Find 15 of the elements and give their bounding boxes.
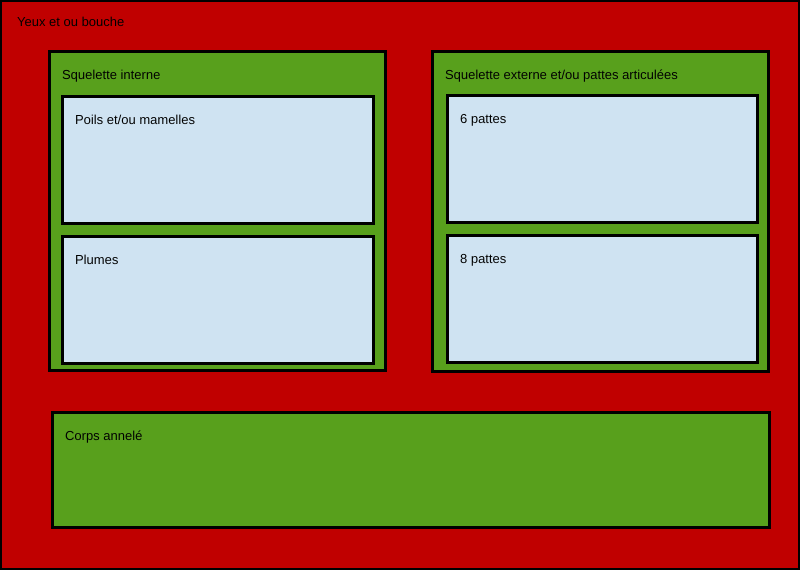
group-panel xyxy=(51,411,771,529)
category-panel xyxy=(61,95,375,225)
panel-label: Squelette interne xyxy=(62,66,160,84)
panel-label: 6 pattes xyxy=(460,110,506,128)
panel-label: 8 pattes xyxy=(460,250,506,268)
panel-label: Yeux et ou bouche xyxy=(17,13,124,31)
panel-label: Plumes xyxy=(75,251,118,269)
category-panel xyxy=(446,94,759,224)
category-panel xyxy=(446,234,759,364)
group-panel xyxy=(431,50,770,373)
panel-label: Poils et/ou mamelles xyxy=(75,111,195,129)
category-panel xyxy=(61,235,375,365)
group-panel xyxy=(48,50,387,372)
panel-label: Corps annelé xyxy=(65,427,142,445)
panel-label: Squelette externe et/ou pattes articulées xyxy=(445,66,678,84)
